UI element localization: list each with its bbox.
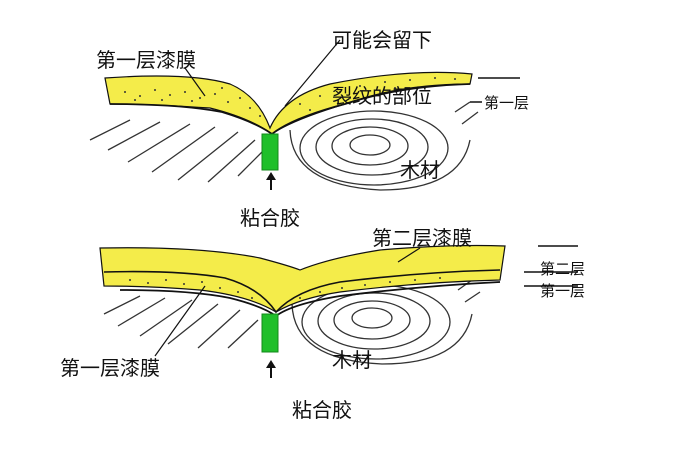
bottom-layer-mark-2: 第二层 (540, 260, 586, 278)
bottom-first-film-leader (154, 285, 206, 357)
bottom-stipple (129, 277, 441, 299)
bottom-second-film-label: 第二层漆膜 (372, 226, 472, 250)
top-arrow-icon (266, 172, 276, 190)
top-wood-label: 木材 (400, 158, 440, 182)
bottom-second-lacquer-layer (99, 244, 506, 313)
top-wood-grain (89, 101, 479, 191)
top-lacquer-layer (104, 71, 473, 135)
bottom-first-lacquer-layer (103, 269, 501, 314)
bottom-wood-grain (103, 279, 481, 365)
top-layer-mark: 第一层 (484, 94, 530, 112)
bottom-wood-label: 木材 (332, 348, 372, 372)
top-film-leader (184, 67, 206, 97)
top-crack-leader (284, 39, 341, 107)
bottom-second-film-leader (397, 247, 421, 263)
top-glue-label: 粘合胶 (240, 206, 300, 230)
top-crack-note-line2: 裂纹的部位 (332, 84, 432, 108)
top-crack-note-line1: 可能会留下 (332, 28, 432, 52)
top-first-film-label: 第一层漆膜 (96, 48, 196, 72)
bottom-first-film-label: 第一层漆膜 (60, 356, 160, 380)
bottom-layer-mark-1: 第一层 (540, 282, 586, 300)
top-glue-joint (261, 133, 279, 171)
bottom-glue-label: 粘合胶 (292, 398, 352, 422)
bottom-glue-joint (261, 313, 279, 353)
bottom-arrow-icon (266, 360, 276, 378)
